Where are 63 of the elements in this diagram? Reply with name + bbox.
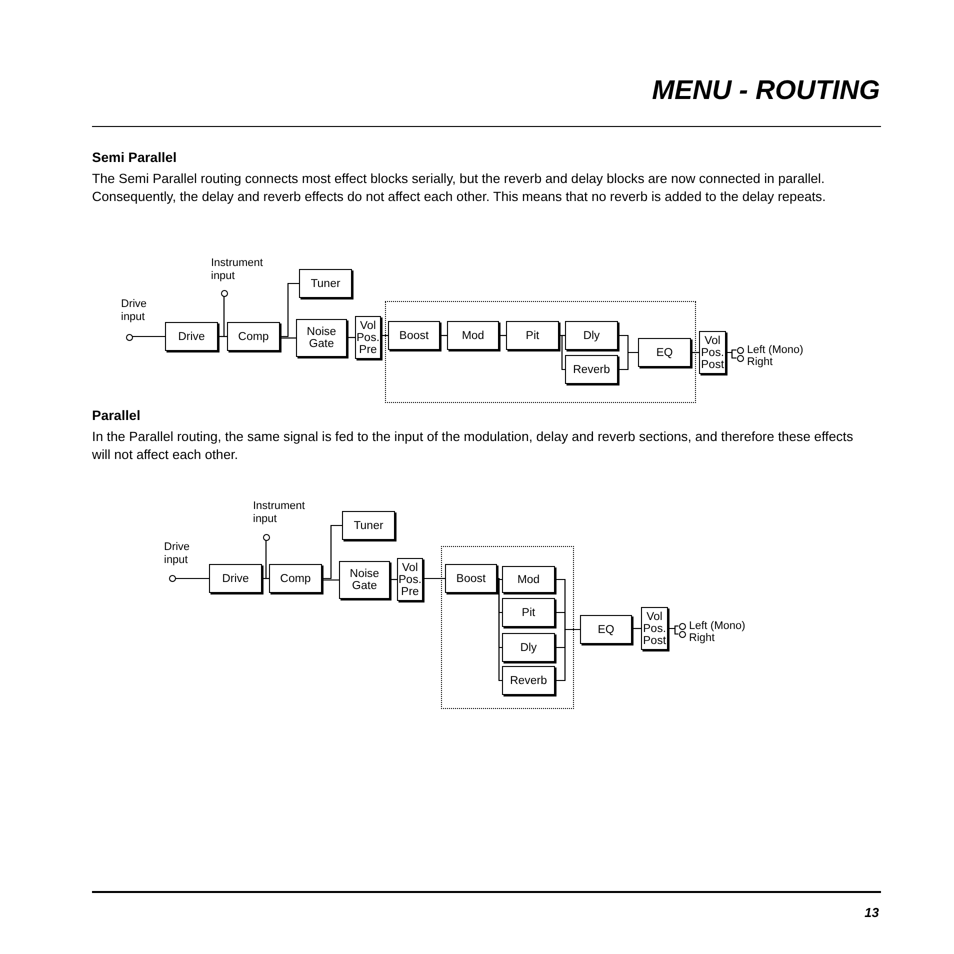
effect-block: Noise Gate	[339, 561, 390, 599]
terminal-label: Instrument input	[211, 257, 264, 283]
effect-block: Mod	[502, 566, 555, 593]
connector-line	[223, 296, 227, 338]
terminal-label: Instrument input	[253, 500, 306, 526]
effect-block: Pit	[506, 321, 559, 350]
effect-block: Mod	[447, 321, 499, 350]
terminal-label: Drive input	[164, 541, 191, 567]
effect-block: Drive	[165, 322, 218, 351]
jack-terminal	[736, 346, 744, 354]
page-number: 13	[864, 904, 879, 922]
terminal-label: Drive input	[121, 298, 148, 324]
effect-block: Boost	[445, 564, 497, 593]
connector-line	[555, 628, 580, 682]
effect-block: Noise Gate	[296, 319, 347, 357]
jack-terminal	[678, 630, 686, 638]
body-paragraph: In the Parallel routing, the same signal is fed to the input of the modulation, delay and reverb sections, and therefore these effects will not affect each other.	[92, 428, 854, 464]
effect-block: Comp	[227, 322, 280, 351]
dotted-frame	[441, 546, 574, 709]
connector-line	[322, 524, 342, 580]
connector-line	[322, 579, 339, 581]
connector-line	[265, 540, 269, 580]
effect-block: Vol Pos. Pre	[355, 316, 381, 359]
section-heading: Parallel	[92, 407, 140, 425]
jack-terminal	[262, 534, 270, 540]
jack-terminal	[736, 354, 744, 362]
connector-line	[497, 578, 502, 682]
connector-line	[176, 578, 209, 580]
terminal-label: Left (Mono)	[689, 620, 746, 633]
effect-block: Vol Pos. Post	[641, 607, 668, 650]
effect-block: EQ	[580, 615, 632, 644]
connector-line	[726, 352, 736, 359]
effect-block: Tuner	[299, 269, 352, 298]
effect-block: Drive	[209, 564, 262, 593]
connector-line	[280, 282, 299, 338]
jack-terminal	[220, 290, 228, 296]
effect-block: Reverb	[565, 355, 618, 384]
jack-terminal	[678, 622, 686, 630]
connector-line	[132, 336, 165, 338]
dotted-frame	[385, 301, 696, 403]
jack-terminal	[126, 334, 132, 340]
effect-block: Boost	[388, 321, 440, 350]
effect-block: Pit	[502, 598, 555, 627]
effect-block: Reverb	[502, 666, 555, 695]
connector-line	[668, 628, 678, 635]
effect-block: Vol Pos. Pre	[397, 558, 423, 601]
connector-line	[423, 578, 445, 580]
terminal-label: Right	[689, 632, 715, 645]
jack-terminal	[168, 574, 176, 582]
connector-line	[618, 352, 638, 370]
body-paragraph: The Semi Parallel routing connects most effect blocks serially, but the reverb and delay blocks are now connected in parallel. Consequently, the delay and reverb effects do not affect each other. This means that no reverb is added to the delay repeats.	[92, 170, 827, 206]
effect-block: Dly	[565, 321, 618, 350]
terminal-label: Right	[747, 356, 773, 369]
effect-block: Dly	[502, 633, 555, 662]
section-heading: Semi Parallel	[92, 149, 177, 167]
terminal-label: Left (Mono)	[747, 344, 804, 357]
effect-block: EQ	[638, 338, 691, 367]
connector-line	[280, 337, 296, 339]
effect-block: Comp	[269, 564, 322, 593]
effect-block: Tuner	[342, 511, 395, 540]
connector-line	[559, 334, 565, 370]
page-title: MENU - ROUTING	[652, 74, 880, 106]
effect-block: Vol Pos. Post	[699, 331, 726, 374]
